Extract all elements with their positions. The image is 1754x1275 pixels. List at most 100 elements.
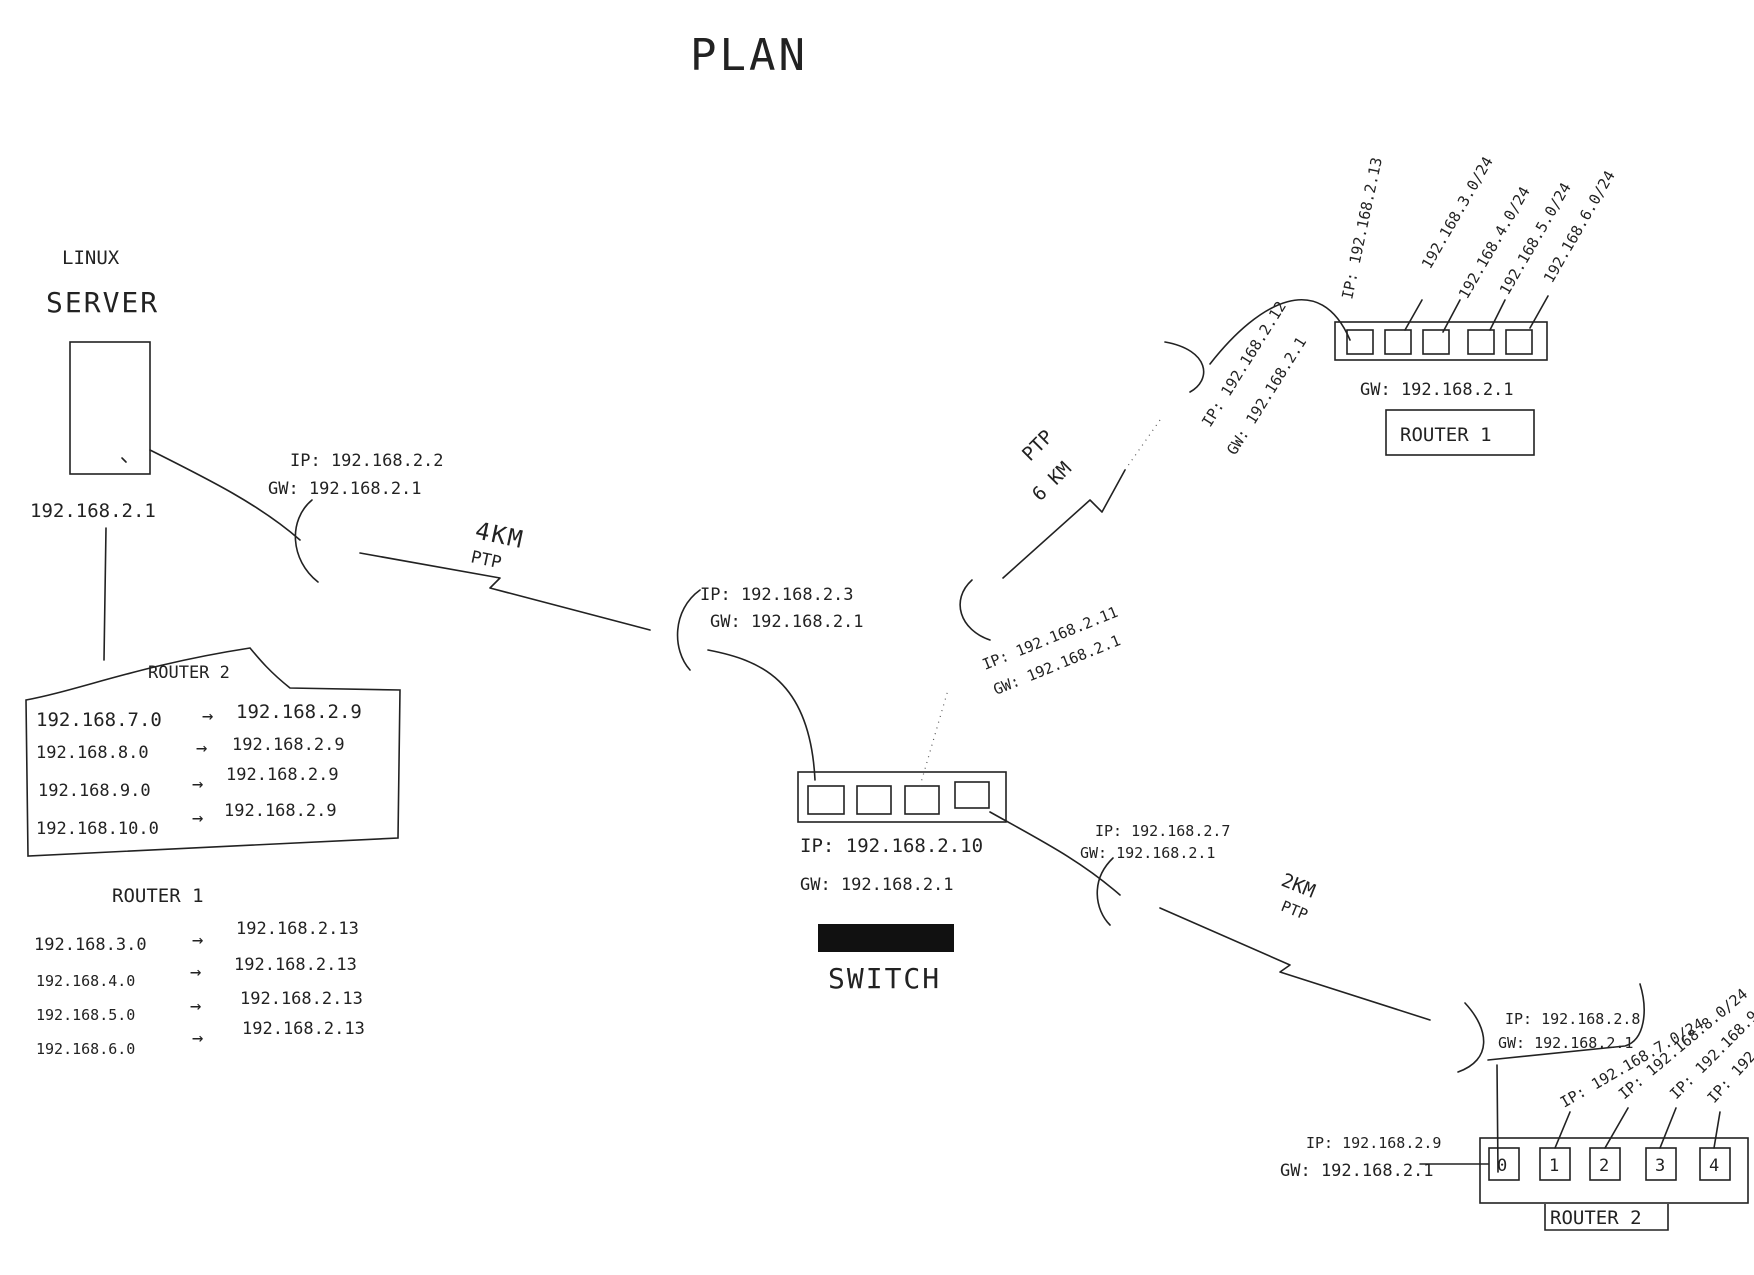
router1-label-box	[1385, 409, 1535, 456]
antenna-to-router1-line	[1209, 298, 1351, 365]
antenna-to-router2-line	[1496, 1064, 1499, 1173]
router2-port0-ip: IP: 192.168.2.9	[1306, 1134, 1441, 1152]
routes-router1-row: 192.168.3.0 → 192.168.2.13	[34, 919, 359, 955]
routes-router1-via: 192.168.2.13	[236, 919, 359, 939]
server-to-router2-table-line	[103, 527, 107, 661]
router2-port-4-label: 4	[1709, 1156, 1719, 1176]
router2-port-2-lead	[1604, 1107, 1629, 1149]
routes-router2-via: 192.168.2.9	[226, 765, 339, 785]
switch-gw: GW: 192.168.2.1	[800, 875, 954, 895]
server-port-mark	[121, 457, 127, 463]
ptp-6km-distance: 6 KM	[1028, 458, 1076, 506]
routes-router2-via: 192.168.2.9	[236, 701, 362, 723]
routes-router1-row: 192.168.5.0 → 192.168.2.13	[36, 989, 363, 1024]
router2-port-0-label: 0	[1497, 1156, 1507, 1176]
router1-port-2	[1384, 329, 1412, 355]
router2-box	[1479, 1137, 1749, 1204]
antenna-server-side	[294, 499, 319, 583]
ptp-6km-link-dotted	[1124, 419, 1161, 471]
diagram-title: PLAN	[690, 30, 808, 81]
router2-port0-gw: GW: 192.168.2.1	[1280, 1161, 1434, 1181]
link-server-gw: GW: 192.168.2.1	[268, 479, 422, 499]
routes-router2-arrow: →	[196, 737, 207, 759]
routes-router2-arrow: →	[192, 807, 203, 829]
router1-box	[1334, 321, 1548, 361]
routes-router1-net: 192.168.4.0	[36, 972, 135, 990]
routes-router2-row: 192.168.10.0 → 192.168.2.9	[36, 801, 337, 839]
routes-router1-title: ROUTER 1	[112, 885, 204, 907]
routes-router2-net: 192.168.9.0	[38, 781, 151, 801]
router1-port-2-lead	[1404, 299, 1423, 331]
ptp-6km-link	[1002, 469, 1126, 579]
link-router2-gw: GW: 192.168.2.1	[1498, 1034, 1633, 1052]
router1-label: ROUTER 1	[1400, 424, 1492, 446]
routes-router1-via: 192.168.2.13	[234, 955, 357, 975]
router2-port-3-lead	[1659, 1107, 1677, 1149]
server-label: SERVER	[46, 286, 159, 319]
routes-router1-arrow: →	[192, 1027, 203, 1049]
switch-ip: IP: 192.168.2.10	[800, 835, 983, 857]
routes-router2-net: 192.168.7.0	[36, 709, 162, 731]
ptp-6km-type: PTP	[1018, 426, 1058, 466]
router2-port-3	[1645, 1147, 1677, 1181]
routes-router2-via: 192.168.2.9	[224, 801, 337, 821]
router1-port-1	[1346, 329, 1374, 355]
server-ip: 192.168.2.1	[30, 500, 156, 522]
link-router1-gw: GW: 192.168.2.1	[1223, 334, 1310, 458]
router1-port-4	[1467, 329, 1495, 355]
switch-port-4	[954, 781, 990, 809]
routes-router2-via: 192.168.2.9	[232, 735, 345, 755]
router2-port-2-label: 2	[1599, 1156, 1609, 1176]
routes-router1-net: 192.168.6.0	[36, 1040, 135, 1058]
router1-port-ip: IP: 192.168.2.13	[1338, 156, 1386, 301]
routes-router1-via: 192.168.2.13	[242, 1019, 365, 1039]
ptp-2km-type: PTP	[1279, 897, 1311, 924]
server-to-antenna-line	[149, 449, 301, 541]
link-server-ip: IP: 192.168.2.2	[290, 451, 444, 471]
switch-to-antenna-down-line	[989, 811, 1121, 896]
routes-router1-net: 192.168.5.0	[36, 1006, 135, 1024]
router1-port-4-lead	[1489, 299, 1506, 331]
router1-port-5	[1505, 329, 1533, 355]
antenna-router1-side	[1164, 341, 1205, 393]
router2-link-bracket	[1487, 983, 1645, 1061]
routes-router2-box	[25, 647, 401, 857]
routes-router2-net: 192.168.8.0	[36, 743, 149, 763]
link-switch-in-gw: GW: 192.168.2.1	[710, 612, 864, 632]
router2-port-4	[1699, 1147, 1731, 1181]
router2-port-3-label: 3	[1655, 1156, 1665, 1176]
router2-port-1-label: 1	[1549, 1156, 1559, 1176]
routes-router2-arrow: →	[192, 773, 203, 795]
antenna-switch-up	[959, 579, 991, 641]
router2-port-4-lead	[1713, 1111, 1721, 1149]
routes-router1-arrow: →	[190, 961, 201, 983]
link-switch-down-gw: GW: 192.168.2.1	[1080, 844, 1215, 862]
routes-router1-row: 192.168.6.0 → 192.168.2.13	[36, 1019, 365, 1058]
link-switch-in-ip: IP: 192.168.2.3	[700, 585, 854, 605]
ptp-4km-type: PTP	[469, 547, 503, 573]
linux-server-box	[69, 341, 151, 475]
routes-router2-row: 192.168.9.0 → 192.168.2.9	[38, 765, 339, 801]
link-router2-ip: IP: 192.168.2.8	[1505, 1010, 1640, 1028]
ptp-4km-link	[359, 552, 651, 631]
routes-router1-row: 192.168.4.0 → 192.168.2.13	[36, 955, 357, 990]
switch-label: SWITCH	[828, 962, 941, 995]
router1-port-3-lead	[1442, 299, 1461, 333]
antenna-router2-side	[1457, 1002, 1485, 1073]
antenna-switch-down	[1096, 857, 1114, 926]
switch-port-3	[904, 785, 940, 815]
routes-router1-via: 192.168.2.13	[240, 989, 363, 1009]
switch-box	[797, 771, 1007, 823]
switch-port-2	[856, 785, 892, 815]
routes-router2-row: 192.168.8.0 → 192.168.2.9	[36, 735, 345, 763]
routes-router1-arrow: →	[190, 995, 201, 1017]
router2-port-1-lead	[1554, 1111, 1571, 1149]
router2-label-box	[1544, 1204, 1669, 1231]
router1-port-5-lead	[1529, 295, 1549, 329]
router2-label: ROUTER 2	[1550, 1207, 1642, 1229]
routes-router2-title: ROUTER 2	[148, 663, 230, 683]
ptp-2km-link	[1159, 907, 1431, 1021]
router1-gw: GW: 192.168.2.1	[1360, 380, 1514, 400]
antenna-switch-side	[676, 589, 701, 671]
